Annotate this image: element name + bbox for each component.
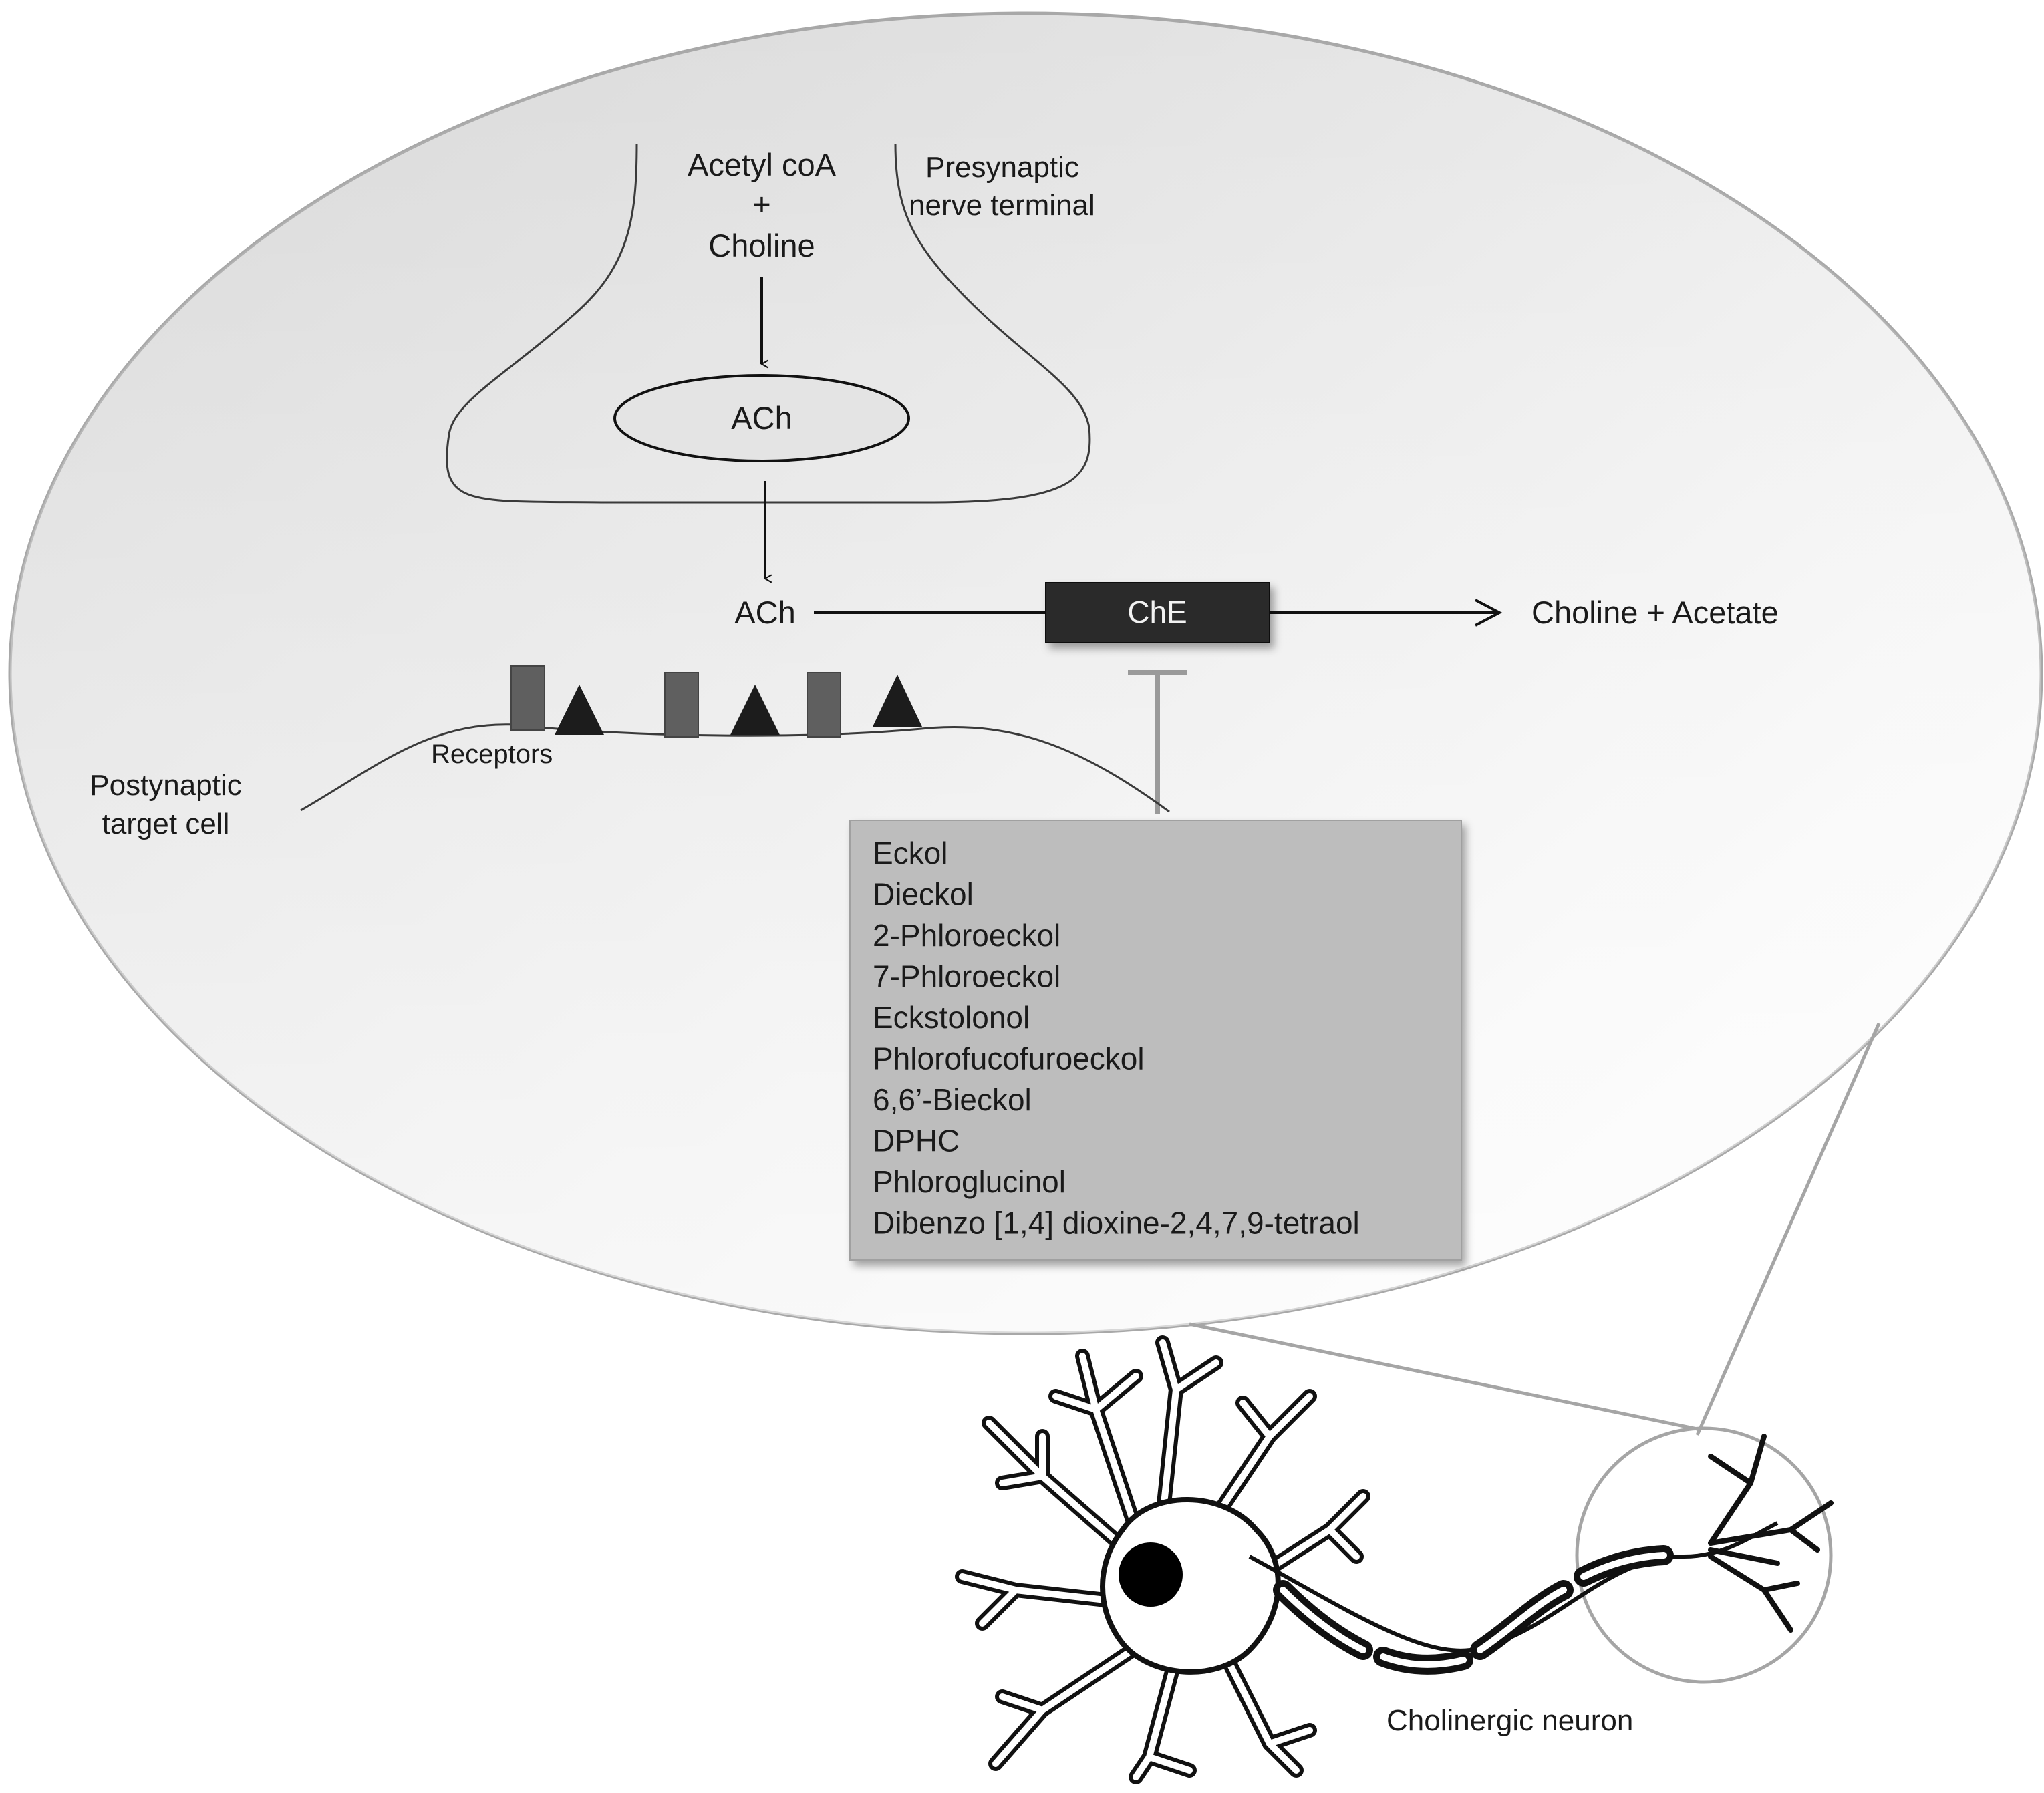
dendrites-inner	[959, 1339, 1366, 1780]
neuron-callout-circle	[1575, 1426, 1833, 1684]
myelin-sheath	[1273, 1545, 1674, 1675]
receptor-triangle-3	[873, 675, 922, 727]
hydrolysis-products-label: Choline + Acetate	[1531, 595, 1779, 630]
ach-vesicle-label: ACh	[731, 400, 792, 436]
presynaptic-label-line1: Presynaptic	[925, 151, 1079, 184]
cleft-ach-label: ACh	[734, 595, 795, 630]
inhibitor-item: Phloroglucinol	[873, 1164, 1066, 1199]
callout-line-left	[1189, 1322, 1701, 1432]
precursor-plus-sign: +	[752, 186, 770, 222]
receptor-triangle-2	[730, 685, 780, 735]
inhibitor-list-box	[849, 820, 1462, 1261]
receptor-rect-1	[510, 665, 545, 731]
inhibitor-item: Dieckol	[873, 877, 974, 912]
axon-core	[1280, 1552, 1667, 1668]
inhibitor-item: Phlorofucofuroeckol	[873, 1041, 1145, 1076]
inhibitor-item: DPHC	[873, 1124, 960, 1158]
receptor-rect-2	[664, 672, 699, 738]
precursor-choline: Choline	[708, 228, 815, 263]
inhibitor-item: 2-Phloroeckol	[873, 918, 1060, 953]
callout-line-right	[1695, 1022, 1881, 1436]
cholinesterase-box	[1045, 582, 1270, 643]
ach-vesicle	[613, 374, 910, 462]
neuron-illustration	[955, 1335, 1834, 1784]
inhibitor-item: 7-Phloroeckol	[873, 959, 1060, 994]
hydrolysis-arrowhead	[1475, 599, 1503, 627]
cholinesterase-label: ChE	[1127, 595, 1187, 629]
receptor-triangle-1	[555, 685, 604, 735]
inhibitor-item: 6,6’-Bieckol	[873, 1082, 1032, 1117]
precursor-acetyl-coa: Acetyl coA	[688, 147, 837, 182]
cholinergic-neuron-label: Cholinergic neuron	[1386, 1704, 1633, 1737]
postsynaptic-label-line2: target cell	[102, 808, 230, 840]
inhibitor-item: Eckol	[873, 836, 947, 870]
inhibitor-item: Dibenzo [1,4] dioxine-2,4,7,9-tetraol	[873, 1206, 1360, 1241]
presynaptic-terminal-outline	[446, 143, 1091, 504]
postsynaptic-membrane	[300, 723, 1170, 813]
inhibitor-item: Eckstolonol	[873, 1000, 1030, 1035]
postsynaptic-label-line1: Postynaptic	[90, 769, 241, 802]
presynaptic-label-line2: nerve terminal	[909, 189, 1095, 222]
bubble-shading	[10, 13, 2041, 1333]
neuron-nucleus	[1119, 1542, 1183, 1607]
axon-terminals	[1708, 1434, 1834, 1633]
receptors-label: Receptors	[431, 740, 553, 769]
receptor-rect-3	[807, 672, 841, 738]
